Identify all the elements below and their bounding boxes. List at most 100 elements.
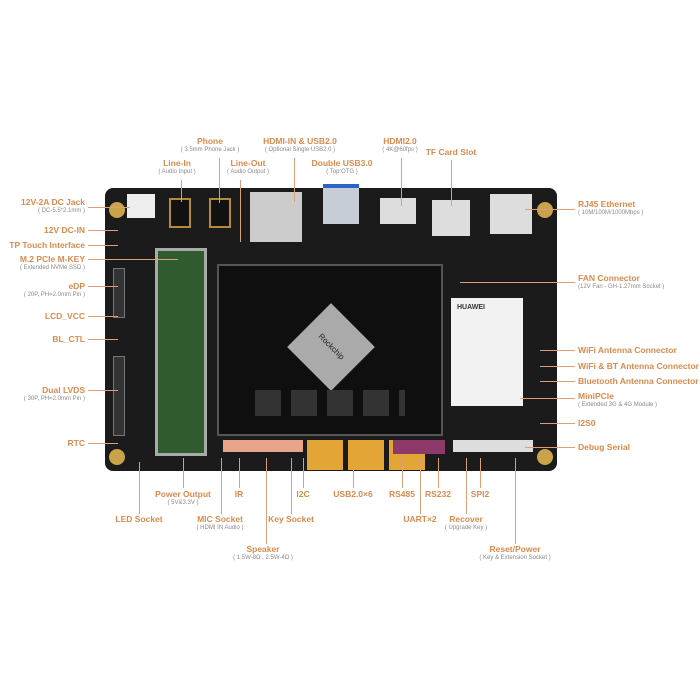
leader-line bbox=[460, 282, 575, 283]
label-usb3: Double USB3.0 bbox=[311, 158, 373, 168]
usb3-port bbox=[323, 184, 359, 224]
rs485-rs232-ports bbox=[393, 440, 445, 454]
label-minipcie: MiniPCIe bbox=[578, 391, 614, 401]
leader-line bbox=[438, 458, 439, 488]
label-usb2: USB2.0×6 bbox=[333, 489, 373, 499]
leader-line bbox=[540, 366, 575, 367]
sublabel-recover: ( Upgrade Key ) bbox=[444, 525, 488, 531]
leader-line bbox=[303, 458, 304, 488]
label-rs232: RS232 bbox=[425, 489, 451, 499]
tf-card-slot bbox=[432, 200, 470, 236]
sublabel-minipcie: ( Extended 3G & 4G Module ) bbox=[578, 402, 658, 408]
label-debug-serial: Debug Serial bbox=[578, 442, 630, 452]
label-m2: M.2 PCIe M-KEY bbox=[19, 254, 85, 264]
leader-line bbox=[540, 423, 575, 424]
module-brand: HUAWEI bbox=[457, 304, 485, 311]
label-phone: Phone bbox=[197, 136, 223, 146]
leader-line bbox=[266, 458, 267, 544]
label-recover: Recover bbox=[449, 514, 483, 524]
sublabel-reset-power: ( Key & Extension Socket ) bbox=[479, 555, 551, 561]
mounting-hole bbox=[537, 202, 553, 218]
soc-label: Rockchip bbox=[316, 331, 347, 362]
leader-line bbox=[291, 458, 292, 514]
label-line-out: Line-Out bbox=[230, 158, 266, 168]
hdmi2-port bbox=[380, 198, 416, 224]
label-wifi: WiFi Antenna Connector bbox=[578, 345, 677, 355]
leader-line bbox=[88, 230, 118, 231]
label-ir: IR bbox=[234, 489, 244, 499]
label-dc-jack: 12V-2A DC Jack bbox=[21, 197, 85, 207]
memory-chips bbox=[255, 390, 405, 416]
debug-sockets bbox=[453, 440, 533, 452]
leader-line bbox=[515, 458, 516, 544]
label-rj45: RJ45 Ethernet bbox=[578, 199, 636, 209]
label-edp: eDP bbox=[68, 281, 85, 291]
label-spi2: SPI2 bbox=[470, 489, 490, 499]
leader-line bbox=[88, 339, 118, 340]
leader-line bbox=[466, 458, 467, 514]
label-line-in: Line-In bbox=[163, 158, 191, 168]
label-hdmi-in: HDMI-IN & USB2.0 bbox=[263, 136, 337, 146]
phone-jack bbox=[169, 198, 191, 228]
leader-line bbox=[183, 458, 184, 488]
dc-jack bbox=[127, 194, 155, 218]
label-fan: FAN Connector bbox=[578, 273, 640, 283]
leader-line bbox=[88, 207, 130, 208]
label-bl-ctl: BL_CTL bbox=[52, 334, 85, 344]
leader-line bbox=[520, 398, 575, 399]
leader-line bbox=[88, 259, 178, 260]
leader-line bbox=[451, 160, 452, 206]
m2-ssd bbox=[155, 248, 207, 456]
label-uart: UART×2 bbox=[403, 514, 437, 524]
label-speaker: Speaker bbox=[246, 544, 280, 554]
mounting-hole bbox=[109, 202, 125, 218]
label-key-socket: Key Socket bbox=[268, 514, 314, 524]
leader-line bbox=[88, 286, 118, 287]
label-tf-card: TF Card Slot bbox=[425, 147, 477, 157]
sublabel-lvds: ( 30P, PH=2.0mm Pin ) bbox=[23, 396, 85, 402]
leader-line bbox=[525, 447, 575, 448]
bottom-sockets bbox=[223, 440, 303, 452]
mounting-hole bbox=[109, 449, 125, 465]
sublabel-phone: ( 3.5mm Phone Jack ) bbox=[180, 147, 240, 153]
leader-line bbox=[402, 458, 403, 488]
sublabel-edp: ( 20P, PH=2.0mm Pin ) bbox=[23, 292, 85, 298]
label-rs485: RS485 bbox=[389, 489, 415, 499]
leader-line bbox=[401, 158, 402, 206]
pin-header-lvds bbox=[113, 356, 125, 436]
leader-line bbox=[294, 158, 295, 202]
label-bluetooth: Bluetooth Antenna Connector bbox=[578, 376, 699, 386]
leader-line bbox=[219, 158, 220, 203]
label-power-output: Power Output bbox=[155, 489, 211, 499]
leader-line bbox=[221, 458, 222, 514]
leader-line bbox=[480, 458, 481, 488]
label-mic-socket: MIC Socket bbox=[197, 514, 243, 524]
mounting-hole bbox=[537, 449, 553, 465]
sublabel-line-out: ( Audio Output ) bbox=[226, 169, 270, 175]
label-i2c: I2C bbox=[296, 489, 310, 499]
sublabel-power-output: ( 5V&3.3V ) bbox=[167, 500, 199, 506]
label-led-socket: LED Socket bbox=[115, 514, 163, 524]
sublabel-hdmi-in: ( Optional Single USB2.0 ) bbox=[264, 147, 336, 153]
label-dc-in: 12V DC-IN bbox=[43, 225, 85, 235]
rj45-port bbox=[490, 194, 532, 234]
leader-line bbox=[88, 245, 118, 246]
leader-line bbox=[181, 180, 182, 202]
line-out-jack bbox=[209, 198, 231, 228]
sublabel-line-in: ( Audio Input ) bbox=[158, 169, 196, 175]
leader-line bbox=[139, 462, 140, 514]
leader-line bbox=[540, 350, 575, 351]
label-hdmi2: HDMI2.0 bbox=[383, 136, 417, 146]
label-reset-power: Reset/Power bbox=[489, 544, 541, 554]
label-tp: TP Touch Interface bbox=[9, 240, 85, 250]
leader-line bbox=[88, 316, 118, 317]
leader-line bbox=[88, 390, 118, 391]
board: Rockchip HUAWEI bbox=[105, 184, 557, 471]
label-i2s0: I2S0 bbox=[578, 418, 596, 428]
label-lvds: Dual LVDS bbox=[42, 385, 85, 395]
leader-line bbox=[420, 458, 421, 514]
sublabel-rj45: ( 10M/100M/1000Mbps ) bbox=[578, 210, 644, 216]
sublabel-speaker: ( 1.5W-8Ω , 2.5W-4Ω ) bbox=[233, 555, 293, 561]
sublabel-usb3: ( Top:OTG ) bbox=[326, 169, 358, 175]
leader-line bbox=[240, 180, 241, 242]
